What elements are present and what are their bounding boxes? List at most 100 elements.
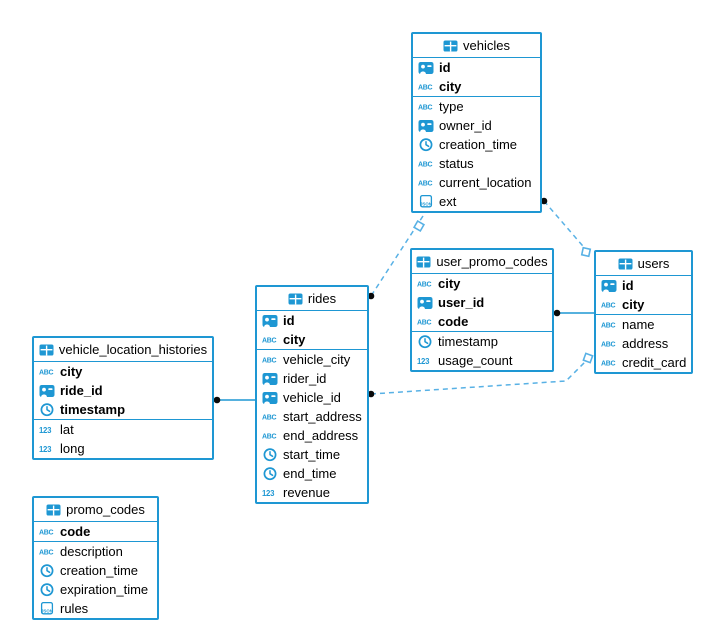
svg-text:ABC: ABC: [39, 370, 54, 377]
text-type-icon: ABC: [601, 299, 622, 310]
column-label: rules: [60, 601, 89, 616]
svg-text:JSON: JSON: [420, 202, 432, 207]
text-type-icon: ABC: [262, 411, 283, 422]
table-header-vehicles[interactable]: vehicles: [413, 34, 540, 58]
svg-text:ABC: ABC: [39, 530, 54, 537]
table-header-users[interactable]: users: [596, 252, 691, 276]
column-label: creation_time: [60, 563, 139, 578]
column-creation_time[interactable]: creation_time: [413, 135, 540, 154]
table-header-user_promo_codes[interactable]: user_promo_codes: [412, 250, 552, 274]
svg-text:123: 123: [39, 426, 52, 435]
table-icon: [416, 255, 431, 269]
svg-text:ABC: ABC: [418, 162, 433, 169]
id-badge-icon: [262, 372, 283, 386]
column-label: usage_count: [438, 353, 513, 368]
column-timestamp[interactable]: timestamp: [412, 332, 552, 351]
column-timestamp[interactable]: timestamp: [34, 400, 212, 419]
column-owner_id[interactable]: owner_id: [413, 116, 540, 135]
column-user_id[interactable]: user_id: [412, 293, 552, 312]
column-ride_id[interactable]: ride_id: [34, 381, 212, 400]
column-address[interactable]: ABC address: [596, 334, 691, 353]
table-icon: [39, 343, 54, 357]
text-type-icon: ABC: [417, 316, 438, 327]
column-id[interactable]: id: [257, 311, 367, 330]
timestamp-type-icon: [417, 334, 438, 349]
svg-text:ABC: ABC: [601, 342, 616, 349]
column-end_time[interactable]: end_time: [257, 464, 367, 483]
column-creation_time[interactable]: creation_time: [34, 561, 157, 580]
column-label: type: [439, 99, 464, 114]
id-badge-icon: [262, 314, 283, 328]
relationship-rides-users: [370, 358, 589, 395]
column-label: current_location: [439, 175, 532, 190]
table-header-rides[interactable]: rides: [257, 287, 367, 311]
column-vehicle_id[interactable]: vehicle_id: [257, 388, 367, 407]
text-type-icon: ABC: [418, 101, 439, 112]
column-start_time[interactable]: start_time: [257, 445, 367, 464]
column-label: description: [60, 544, 123, 559]
relationship-vehicles-rides: [370, 215, 424, 297]
column-label: address: [622, 336, 669, 351]
id-badge-icon: [417, 296, 438, 310]
text-type-icon: ABC: [601, 319, 622, 330]
cardinality-diamond-rides: [412, 219, 426, 233]
column-label: owner_id: [439, 118, 492, 133]
column-id[interactable]: id: [596, 276, 691, 295]
timestamp-type-icon: [39, 582, 60, 597]
column-label: expiration_time: [60, 582, 149, 597]
column-id[interactable]: id: [413, 58, 540, 77]
id-badge-icon: [601, 279, 622, 293]
table-header-promo_codes[interactable]: promo_codes: [34, 498, 157, 522]
svg-text:ABC: ABC: [262, 338, 277, 345]
timestamp-type-icon: [39, 563, 60, 578]
column-label: credit_card: [622, 355, 687, 370]
text-type-icon: ABC: [262, 430, 283, 441]
text-type-icon: ABC: [601, 357, 622, 368]
column-lat[interactable]: 123 lat: [34, 420, 212, 439]
svg-text:ABC: ABC: [262, 434, 277, 441]
text-type-icon: ABC: [418, 81, 439, 92]
column-label: long: [60, 441, 85, 456]
column-rider_id[interactable]: rider_id: [257, 369, 367, 388]
column-expiration_time[interactable]: expiration_time: [34, 580, 157, 599]
text-type-icon: ABC: [262, 354, 283, 365]
table-header-vehicle_location_histories[interactable]: vehicle_location_histories: [34, 338, 212, 362]
column-label: lat: [60, 422, 74, 437]
column-label: id: [622, 278, 634, 293]
